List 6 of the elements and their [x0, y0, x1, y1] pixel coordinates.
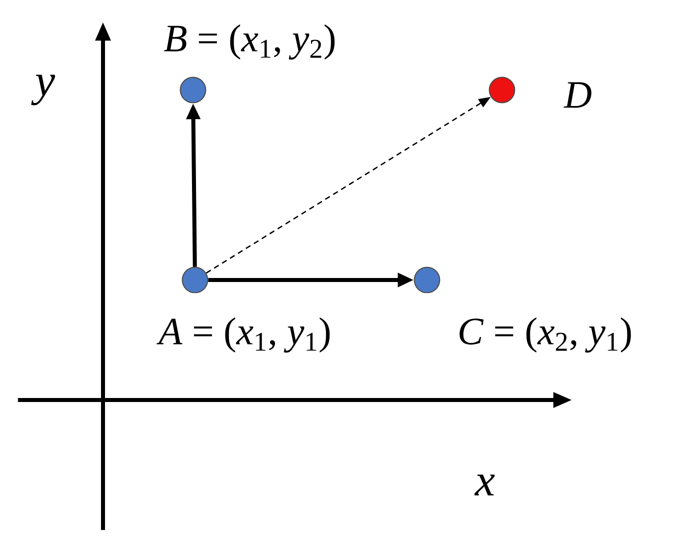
point-label: C = (x$_{2}$, y$_{1}$) [460, 317, 631, 353]
axis-label: x [474, 474, 495, 496]
point-label: A = (x$_{1}$, y$_{1}$) [156, 317, 330, 353]
axis-label: y [31, 74, 56, 106]
point-label: B = (x$_{1}$, y$_{2}$) [164, 24, 335, 60]
point-label: D [564, 82, 592, 108]
